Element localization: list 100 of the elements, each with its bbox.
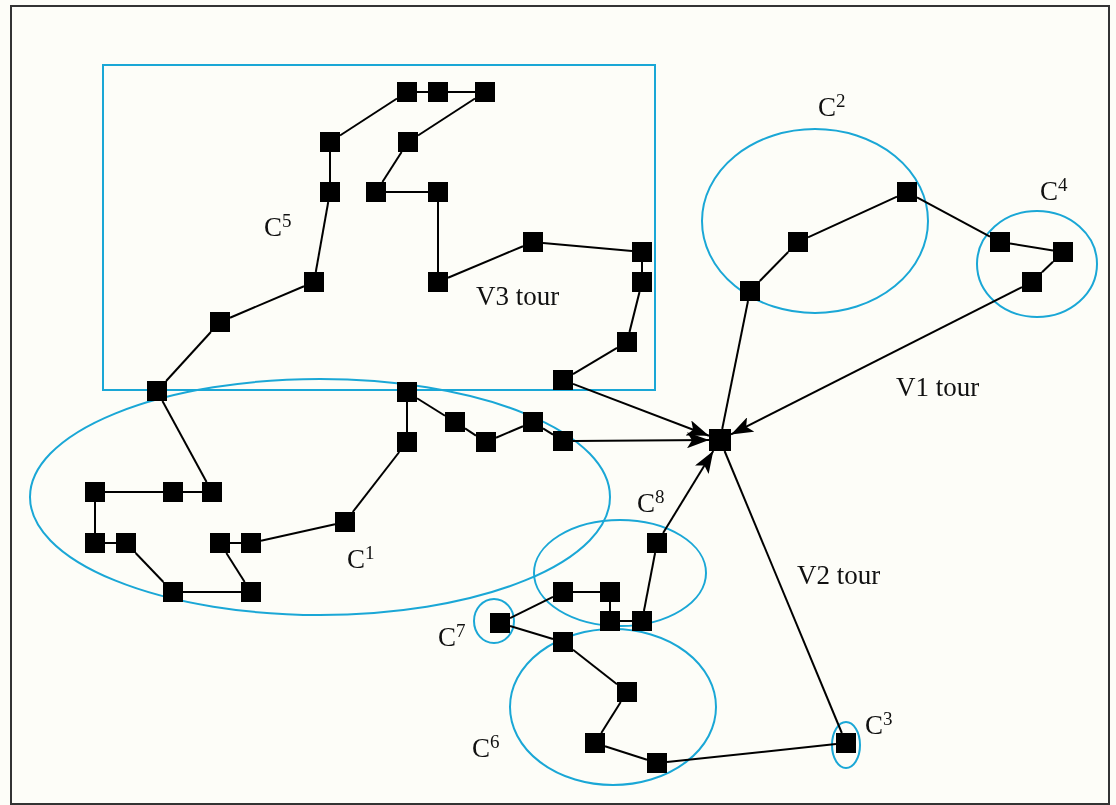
tour-label: V1 tour bbox=[896, 372, 980, 402]
customer-node bbox=[85, 482, 105, 502]
customer-node bbox=[617, 332, 637, 352]
route-line bbox=[229, 285, 305, 319]
customer-node bbox=[523, 412, 543, 432]
cluster-label: C$^{1}$ bbox=[347, 544, 375, 574]
customer-node bbox=[397, 82, 417, 102]
customer-node bbox=[163, 482, 183, 502]
route-line bbox=[609, 601, 611, 612]
route-line bbox=[666, 743, 837, 763]
route-line bbox=[758, 251, 790, 282]
customer-node bbox=[320, 132, 340, 152]
customer-node bbox=[147, 381, 167, 401]
cluster-label: C$^{2}$ bbox=[818, 92, 846, 122]
route-line bbox=[416, 91, 429, 93]
customer-node bbox=[398, 132, 418, 152]
route-line bbox=[94, 501, 96, 534]
customer-node bbox=[202, 482, 222, 502]
route-line bbox=[329, 151, 331, 183]
route-line bbox=[416, 397, 446, 417]
customer-node bbox=[1053, 242, 1073, 262]
route-line bbox=[447, 245, 524, 279]
route-line bbox=[572, 591, 601, 593]
route-line bbox=[182, 591, 242, 593]
customer-node bbox=[428, 82, 448, 102]
customer-node bbox=[647, 533, 667, 553]
cluster-label: C$^{8}$ bbox=[637, 488, 665, 518]
route-line bbox=[134, 552, 165, 583]
customer-node bbox=[585, 733, 605, 753]
customer-node bbox=[553, 370, 573, 390]
customer-node bbox=[632, 611, 652, 631]
route-line bbox=[437, 201, 439, 273]
route-line bbox=[229, 542, 242, 544]
customer-node bbox=[476, 432, 496, 452]
customer-node bbox=[897, 182, 917, 202]
customer-node bbox=[553, 582, 573, 602]
customer-node bbox=[1022, 272, 1042, 292]
route-line bbox=[600, 701, 622, 734]
route-line bbox=[381, 151, 403, 183]
customer-node bbox=[445, 412, 465, 432]
customer-node bbox=[617, 682, 637, 702]
route-line bbox=[572, 346, 618, 376]
route-line bbox=[104, 491, 164, 493]
route-line bbox=[314, 201, 330, 273]
customer-node bbox=[428, 272, 448, 292]
customer-node bbox=[600, 611, 620, 631]
route-line bbox=[339, 97, 398, 137]
route-line bbox=[161, 400, 208, 483]
customer-node bbox=[116, 533, 136, 553]
depot-node bbox=[709, 429, 731, 451]
route-line bbox=[604, 745, 648, 761]
route-line bbox=[723, 450, 843, 734]
customer-node bbox=[85, 533, 105, 553]
customer-node bbox=[836, 733, 856, 753]
route-line bbox=[495, 425, 524, 439]
route-line bbox=[406, 401, 408, 433]
customer-node bbox=[163, 582, 183, 602]
customer-node bbox=[210, 533, 230, 553]
customer-node bbox=[490, 613, 510, 633]
customer-node bbox=[428, 182, 448, 202]
route-arrow bbox=[730, 286, 1023, 436]
route-line bbox=[572, 648, 618, 686]
customer-node bbox=[523, 232, 543, 252]
customer-node bbox=[553, 431, 573, 451]
customer-node bbox=[632, 242, 652, 262]
customer-node bbox=[788, 232, 808, 252]
customer-node bbox=[397, 432, 417, 452]
route-line bbox=[619, 620, 633, 622]
route-line bbox=[542, 427, 554, 436]
route-line bbox=[1041, 260, 1054, 274]
route-line bbox=[165, 331, 212, 382]
cluster-label: C$^{6}$ bbox=[472, 733, 500, 763]
route-arrow bbox=[662, 450, 715, 534]
route-line bbox=[1009, 242, 1054, 252]
route-line bbox=[509, 595, 554, 620]
tour-label: V2 tour bbox=[797, 560, 881, 590]
route-line bbox=[628, 291, 641, 333]
route-line bbox=[641, 261, 643, 273]
route-line bbox=[385, 191, 429, 193]
route-line bbox=[225, 552, 246, 583]
customer-node bbox=[740, 281, 760, 301]
route-arrow bbox=[572, 382, 710, 437]
customer-node bbox=[335, 512, 355, 532]
cluster-label: C$^{4}$ bbox=[1040, 176, 1068, 206]
route-line bbox=[916, 196, 991, 238]
customer-node bbox=[990, 232, 1010, 252]
route-line bbox=[464, 427, 477, 437]
route-line bbox=[104, 542, 117, 544]
customer-node bbox=[632, 272, 652, 292]
customer-node bbox=[475, 82, 495, 102]
customer-node bbox=[553, 632, 573, 652]
cluster-label: C$^{7}$ bbox=[438, 622, 466, 652]
route-line bbox=[642, 552, 657, 612]
route-line bbox=[182, 491, 203, 493]
customer-node bbox=[366, 182, 386, 202]
tour-label: V3 tour bbox=[476, 281, 560, 311]
customer-node bbox=[241, 533, 261, 553]
cluster-label: C$^{3}$ bbox=[865, 710, 893, 740]
route-line bbox=[509, 625, 554, 640]
route-line bbox=[807, 195, 898, 239]
